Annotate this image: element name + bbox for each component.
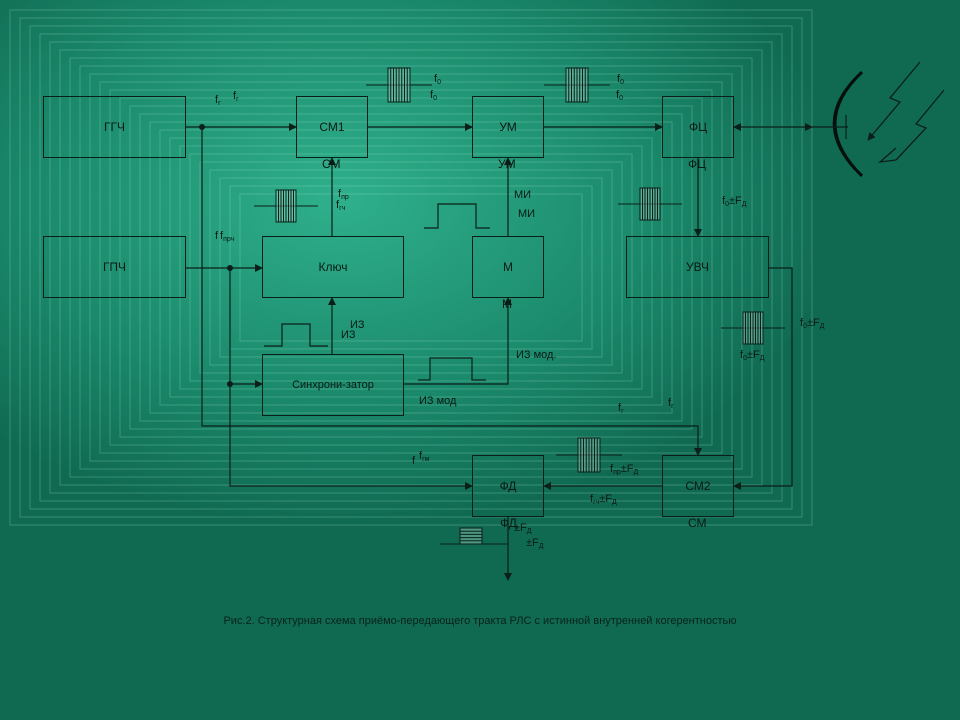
freq-f0-um-top: f0	[617, 73, 624, 87]
wire-gpch-fd	[229, 268, 473, 490]
freq-f0-fd-uvch-2: f0±FД	[740, 349, 765, 363]
freq-f0-fd-fc: f0±FД	[722, 195, 747, 209]
block-fd: ФД	[472, 455, 544, 517]
um-shadow-label: УМ	[498, 157, 516, 171]
freq-f0-um-bottom: f0	[616, 89, 623, 103]
glow-frame	[129, 105, 693, 430]
fd-shadow-label: ФД	[500, 516, 517, 530]
freq-fgm-2: fгм	[419, 450, 430, 464]
freq-fprch-2: fпрч	[220, 230, 235, 244]
spectrum-body	[459, 527, 483, 545]
sm2-shadow-label: СМ	[688, 516, 707, 530]
freq-f0-fd-uvch-1: f0±FД	[800, 317, 825, 331]
glow-frame	[179, 145, 643, 390]
junction-dot	[227, 381, 233, 387]
glow-frame	[169, 137, 653, 398]
sm1-shadow-label: СМ	[322, 157, 341, 171]
freq-fg-2: fг	[233, 90, 239, 104]
label-mi-shadow: МИ	[518, 208, 536, 220]
block-m: М	[472, 236, 544, 298]
spectrum-gch	[254, 189, 318, 223]
spectrum-sm2-out	[556, 437, 622, 473]
freq-fg-sm2-1: fг	[618, 402, 624, 416]
freq-fgm-1: f	[412, 455, 416, 467]
freq-fg-1: fг	[215, 94, 221, 108]
glow-frame	[119, 97, 703, 438]
junction-dot	[199, 124, 205, 130]
freq-fpr: fпр	[338, 188, 349, 202]
label-iz-shadow: ИЗ	[341, 329, 356, 341]
glow-frame	[79, 65, 743, 470]
freq-f0-sm1-bottom: f0	[430, 89, 437, 103]
wave-out-arrow	[867, 61, 921, 141]
wire-sync-m	[404, 297, 512, 385]
glow-frame	[59, 49, 763, 486]
freq-fpr-fd-sm2: fпр±FД	[610, 463, 639, 477]
block-uvch: УВЧ	[626, 236, 769, 298]
label-mi: МИ	[514, 189, 532, 201]
glow-frame	[139, 113, 683, 422]
label-iz-mod-shadow: ИЗ мод	[419, 395, 457, 407]
freq-fprch-1: f	[215, 230, 219, 242]
freq-fgch: fгч	[336, 199, 346, 213]
antenna-dish-inner	[832, 77, 856, 171]
block-sm2: СМ2	[662, 455, 734, 517]
wire-ggch-sm2	[201, 127, 702, 456]
spectrum-fc-out	[618, 187, 682, 221]
freq-f0-sm1-top: f0	[434, 73, 441, 87]
wave-in-line	[895, 89, 945, 161]
wave-in-arrowhead	[877, 147, 897, 163]
block-synchronizer: Синхрони-затор	[262, 354, 404, 416]
freq-fd-out-1: ±FД	[514, 522, 532, 536]
block-key: Ключ	[262, 236, 404, 298]
block-fc: ФЦ	[662, 96, 734, 158]
spectrum-sm1-out	[366, 67, 432, 103]
glow-frame	[69, 57, 753, 478]
block-um: УМ	[472, 96, 544, 158]
block-ggch: ГГЧ	[43, 96, 186, 158]
background-glow-area	[0, 0, 812, 525]
antenna-icon	[812, 61, 945, 178]
junction-dot	[227, 265, 233, 271]
block-gpch: ГПЧ	[43, 236, 186, 298]
freq-fg-sm2-2: fг	[668, 397, 674, 411]
m-shadow-label: М	[502, 297, 512, 311]
spectrum-fd-out	[440, 527, 508, 545]
antenna-dish	[833, 70, 864, 178]
wire-uvch-sm2	[733, 267, 793, 490]
glow-frame	[149, 121, 673, 414]
freq-fgch-fd-sm2: fгч±FД	[590, 493, 617, 507]
glow-frame	[159, 129, 663, 406]
fc-shadow-label: ФЦ	[688, 157, 706, 171]
spectrum-uvch-out	[721, 311, 785, 345]
spectrum-um-out	[544, 67, 610, 103]
glow-frame	[109, 89, 713, 446]
label-iz-mod: ИЗ мод.	[516, 349, 557, 361]
label-iz: ИЗ	[350, 319, 365, 331]
freq-fd-out-2: ±FД	[526, 537, 544, 551]
glow-frame	[89, 73, 733, 462]
block-sm1: СМ1	[296, 96, 368, 158]
glow-frame	[9, 9, 813, 526]
pulse-iz-mod	[418, 357, 486, 381]
glow-frame	[19, 17, 803, 518]
glow-frame	[99, 81, 723, 454]
figure-caption: Рис.2. Структурная схема приёмо-передающ…	[223, 615, 737, 627]
pulse-mi	[424, 203, 490, 229]
pulse-iz	[264, 323, 328, 347]
